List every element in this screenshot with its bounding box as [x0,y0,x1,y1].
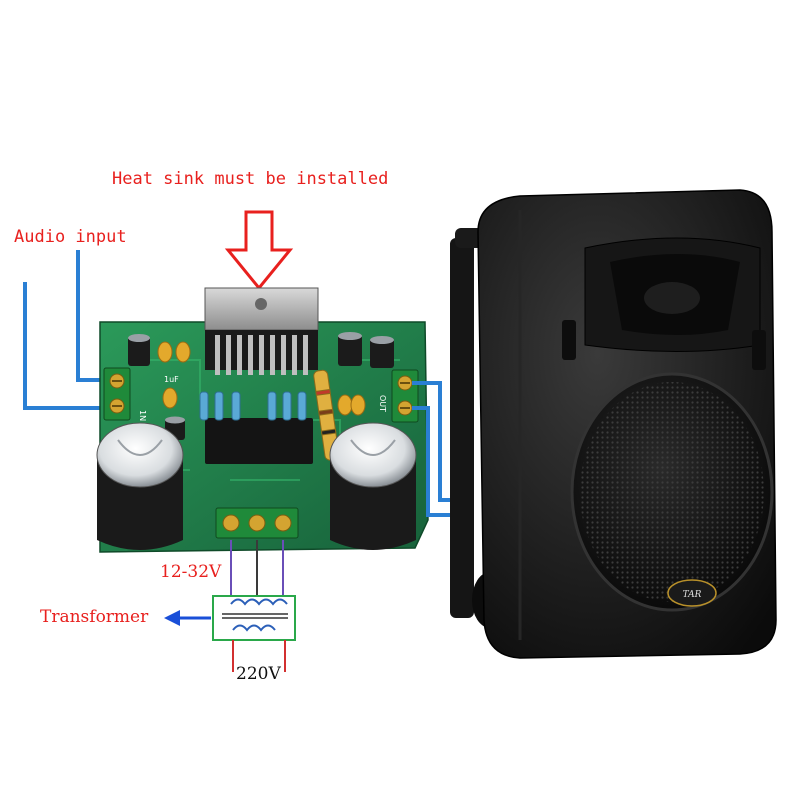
woofer-grille [570,372,774,612]
silk-cap-label: 1uF [164,375,179,384]
filter-capacitor-left [96,422,184,550]
supply-voltage-label: 12-32V [160,562,222,582]
input-terminal-block [103,367,131,421]
audio-input-label: Audio input [14,227,127,247]
speaker-logo-text: TAR [683,590,702,600]
transformer-arrow [164,610,211,626]
ceramic-capacitors [157,341,366,416]
small-capacitor [128,334,150,366]
mains-wires [232,640,286,672]
tweeter-horn [584,237,761,352]
output-terminal-block [391,369,419,423]
ic-block [205,418,313,464]
speaker-cabinet: TAR [450,189,777,659]
resistors [199,369,340,461]
speaker-output-wires [412,381,458,517]
small-capacitor [338,332,362,366]
small-capacitor [370,336,394,368]
supply-wires [230,540,284,598]
audio-input-wires [23,250,112,410]
filter-capacitor-right [329,422,417,550]
mains-voltage-label: 220V [236,664,281,684]
transformer-symbol [212,595,296,641]
silk-input-label: 1N [138,410,147,421]
silk-output-label: OUT [378,395,387,412]
power-terminal-block [215,507,299,539]
power-ic-heatsink-tab [204,287,319,375]
heat-sink-warning-label: Heat sink must be installed [112,169,389,189]
speaker-logo-badge: TAR [667,579,717,607]
amplifier-board: 1uF 1N OUT [96,287,429,553]
transformer-label: Transformer [40,607,149,627]
heat-sink-arrow [224,210,294,291]
